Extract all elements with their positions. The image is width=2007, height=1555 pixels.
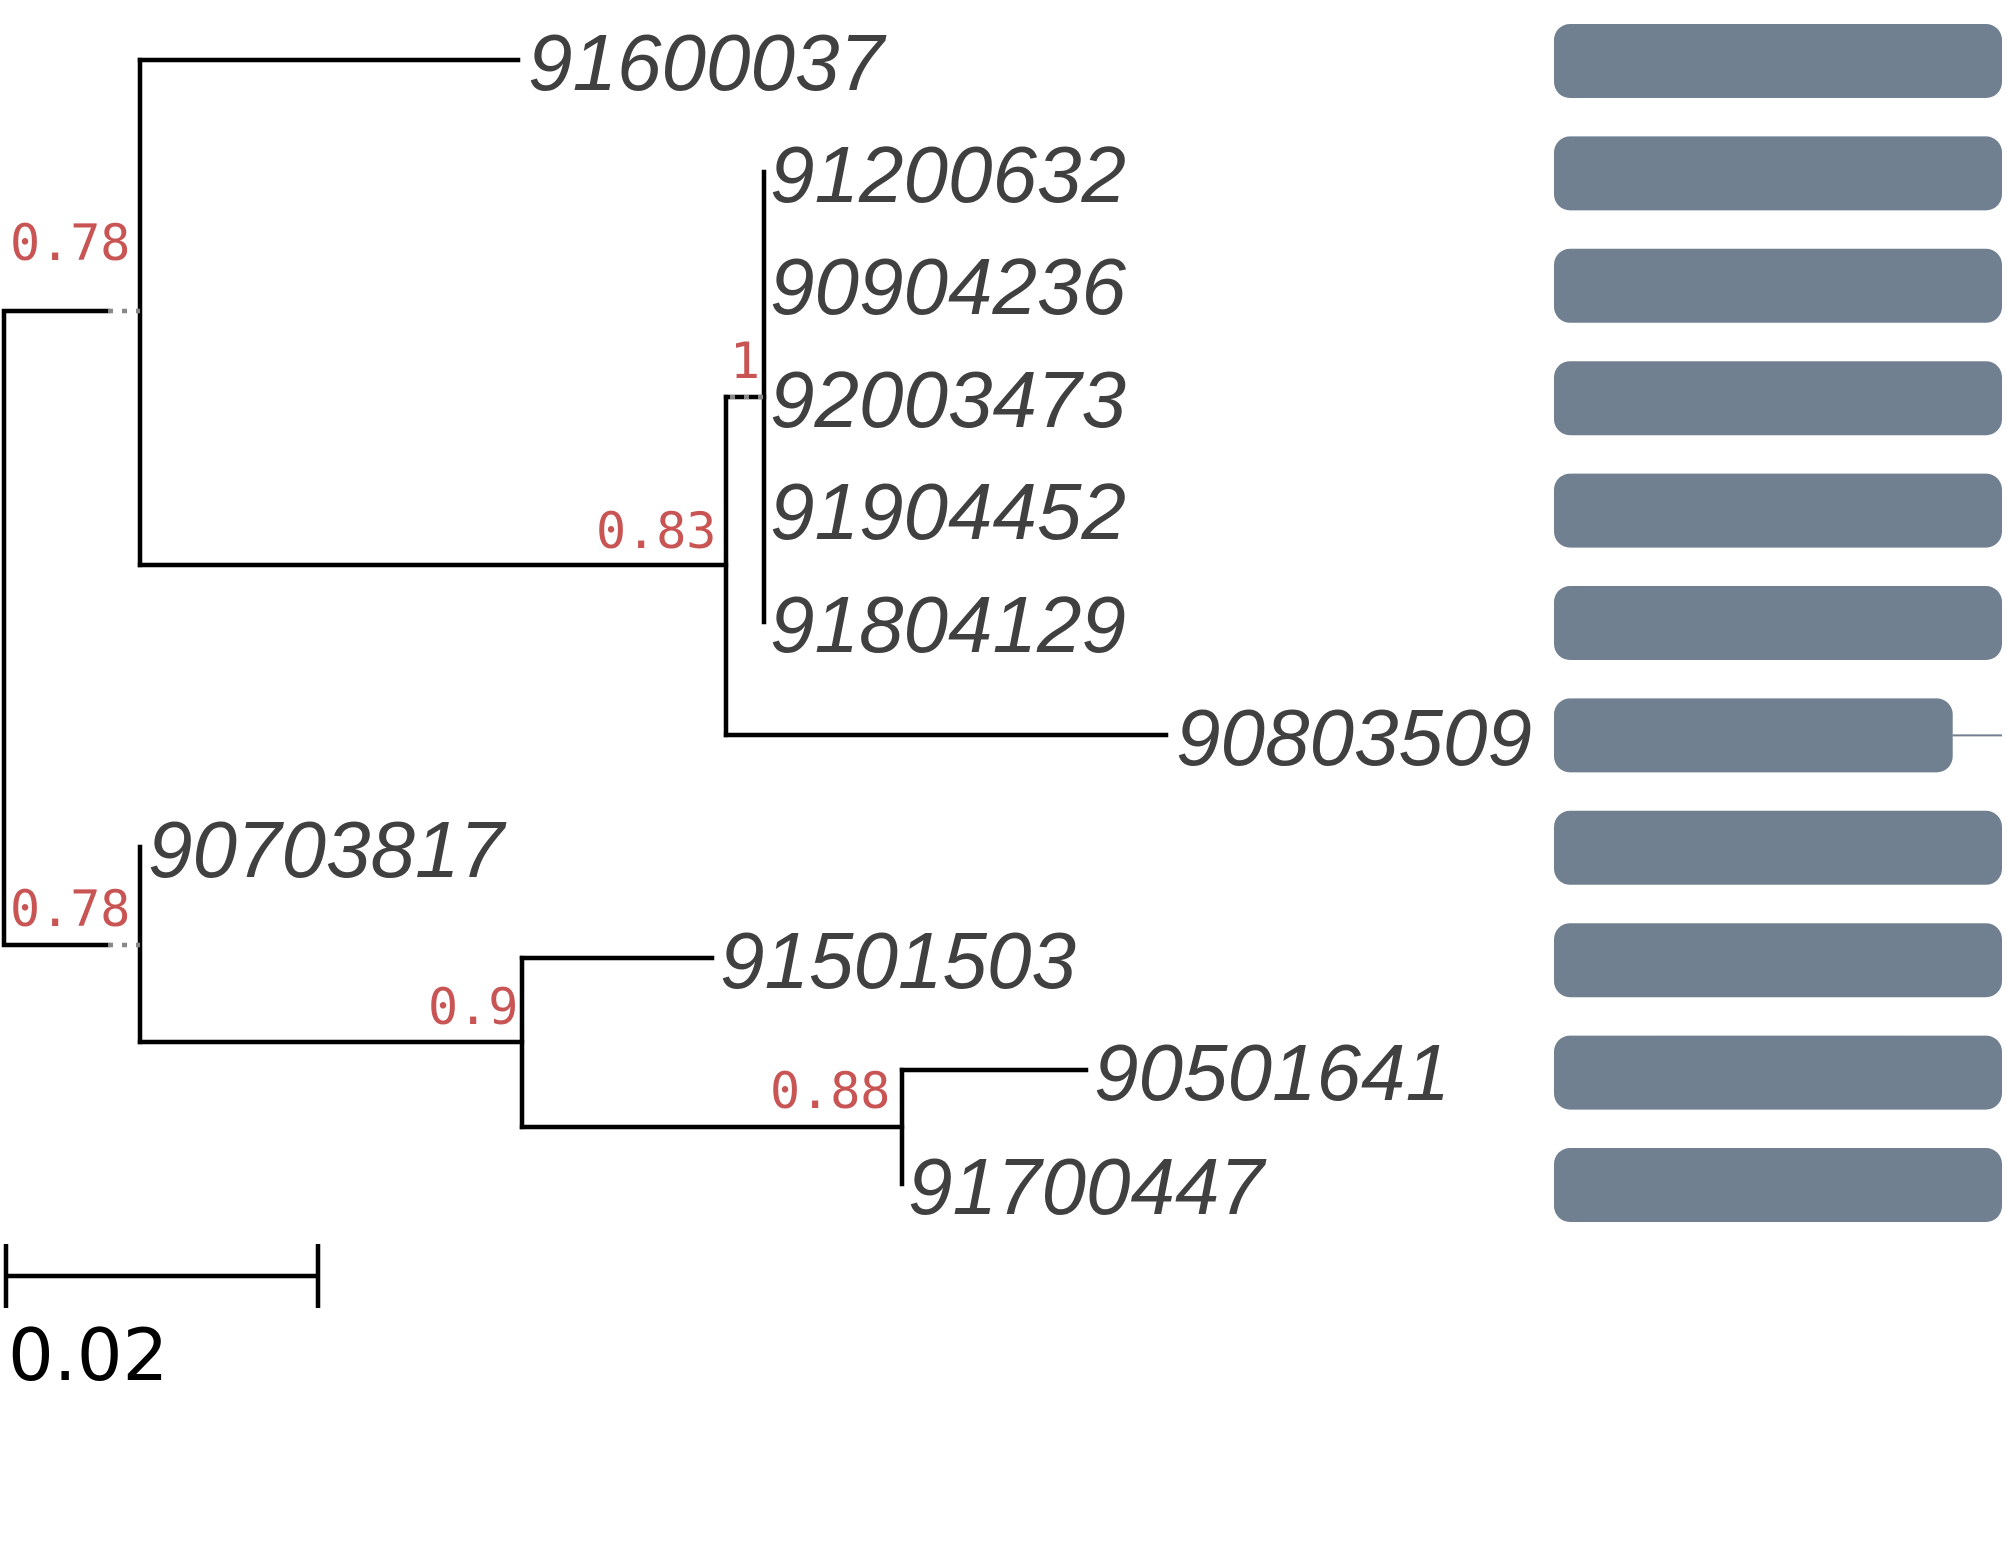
scale-bar: 0.02 bbox=[3, 1244, 321, 1397]
tree-branches bbox=[1, 57, 1169, 1187]
leaf-bar bbox=[1554, 248, 2002, 323]
support-value-clade-b: 1 bbox=[730, 332, 760, 390]
support-value-lower-clade: 0.78 bbox=[10, 880, 130, 938]
leaf-label: 92003473 bbox=[770, 355, 1126, 444]
leaf-label: 90501641 bbox=[1094, 1028, 1450, 1117]
leaf-bar bbox=[1554, 1148, 2002, 1222]
branch-root bbox=[1, 308, 111, 948]
leaf-label: 91501503 bbox=[720, 916, 1076, 1005]
leaf-label: 90703817 bbox=[148, 805, 506, 894]
scale-bar-label: 0.02 bbox=[8, 1313, 168, 1397]
leaf-bar bbox=[1554, 586, 2002, 660]
leaf-bar bbox=[1554, 923, 2002, 998]
leaf-bar bbox=[1554, 473, 2002, 548]
leaf-bar bbox=[1554, 1035, 2002, 1110]
support-value-clade-c: 0.9 bbox=[428, 978, 518, 1036]
leaf-labels: 91600037 91200632 90904236 92003473 9190… bbox=[148, 18, 1532, 1231]
leaf-bar bbox=[1554, 24, 2002, 98]
support-labels: 0.78 0.78 0.83 1 0.9 0.88 bbox=[10, 214, 890, 1120]
leaf-label: 91600037 bbox=[528, 18, 886, 107]
leaf-label: 91200632 bbox=[770, 130, 1126, 219]
support-value-clade-a: 0.83 bbox=[596, 502, 716, 560]
leaf-bar bbox=[1554, 810, 2002, 885]
support-value-upper-clade: 0.78 bbox=[10, 214, 130, 272]
leaf-bar bbox=[1554, 698, 1953, 773]
leaf-label: 90803509 bbox=[1176, 693, 1532, 782]
support-value-clade-d: 0.88 bbox=[770, 1062, 890, 1120]
leaf-bar bbox=[1554, 136, 2002, 211]
leaf-label: 90904236 bbox=[770, 242, 1126, 331]
leaf-bars bbox=[1554, 24, 2002, 1222]
leaf-bar bbox=[1554, 361, 2002, 436]
leaf-label: 91700447 bbox=[908, 1142, 1266, 1231]
leaf-label: 91804129 bbox=[770, 580, 1126, 669]
leaf-label: 91904452 bbox=[770, 467, 1126, 556]
support-stubs bbox=[108, 308, 764, 948]
